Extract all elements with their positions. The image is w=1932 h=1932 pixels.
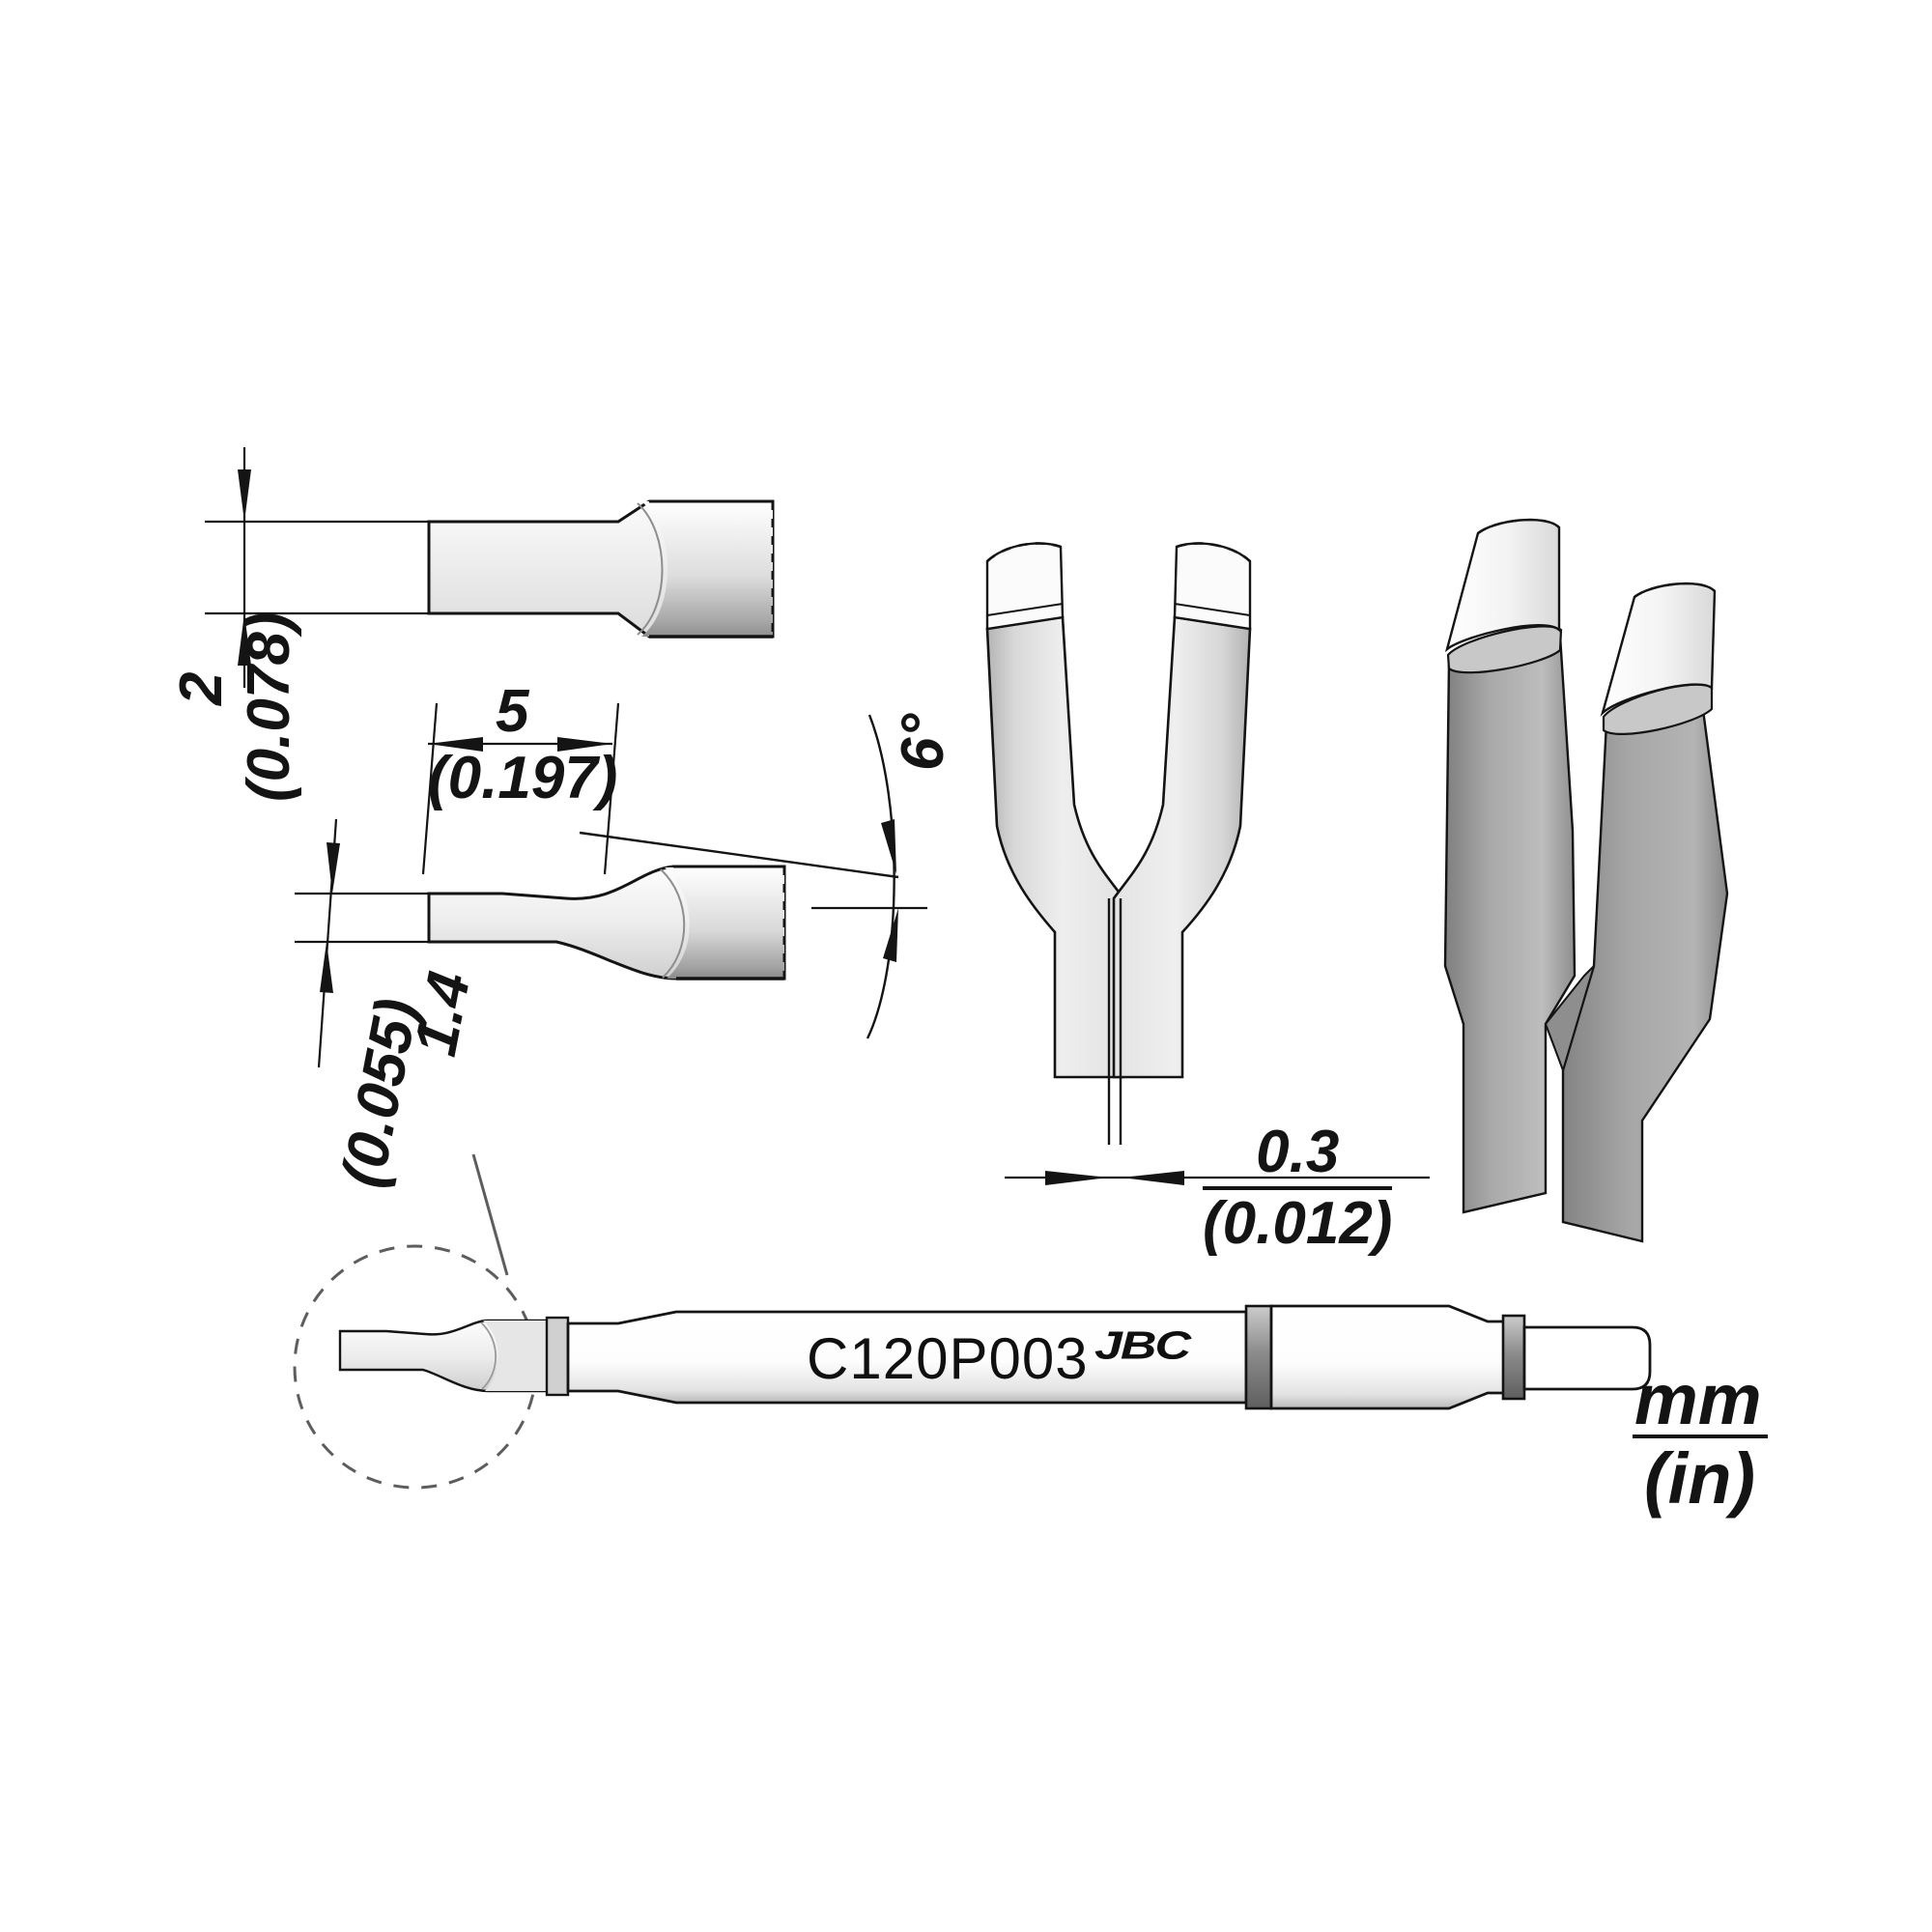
units-legend-in: (in) (1644, 1438, 1756, 1519)
side-view-bent-blade (295, 702, 927, 1068)
dimension-tip-gap-in: (0.012) (1203, 1190, 1393, 1258)
fraction-bar (1203, 1186, 1393, 1191)
front-view-twin-tips (985, 542, 1430, 1185)
dimension-blade-length-mm: 5 (496, 678, 529, 745)
dimension-bend-angle-value: 6 (890, 737, 956, 771)
dimension-blade-width-in: (0.078) (236, 611, 302, 802)
dimension-bend-angle: 6° (890, 714, 956, 771)
part-number-label: C120P003 (807, 1326, 1089, 1391)
degree-symbol: ° (890, 713, 956, 738)
side-view-flat-blade (205, 447, 775, 688)
dimension-blade-length-in: (0.197) (428, 745, 618, 811)
isometric-view-twin-tips (1443, 518, 1729, 1243)
units-legend-mm: mm (1634, 1359, 1762, 1439)
dimension-blade-width-mm: 2 (168, 671, 235, 705)
dimension-tip-gap-mm: 0.3 (1256, 1119, 1340, 1185)
cartridge-elevation-view (293, 1153, 1652, 1490)
dimension-tip-gap: 0.3 (0.012) (1203, 1119, 1393, 1258)
jbc-logo: JBC (1094, 1323, 1191, 1369)
